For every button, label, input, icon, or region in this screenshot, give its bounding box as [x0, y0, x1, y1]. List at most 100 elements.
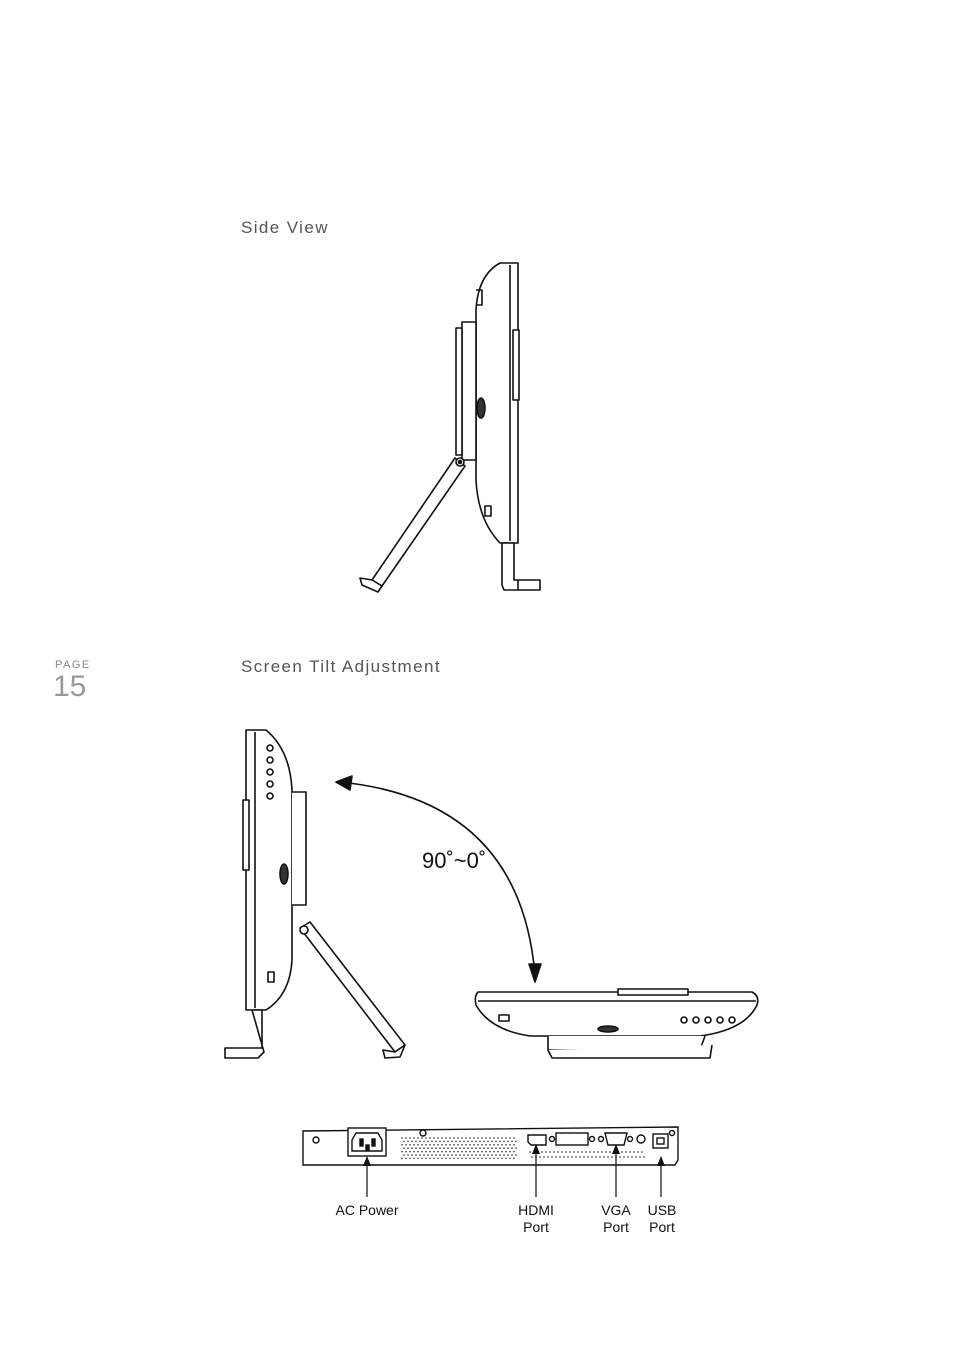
vent-hole	[511, 1154, 513, 1156]
vent-hole	[629, 1151, 631, 1153]
vent-hole	[415, 1140, 417, 1143]
vent-hole	[433, 1157, 435, 1160]
vent-hole	[429, 1137, 431, 1139]
vent-hole	[563, 1156, 565, 1158]
vent-hole	[475, 1140, 477, 1143]
tilt-arc	[339, 781, 536, 976]
vent-hole	[597, 1151, 599, 1153]
vent-hole	[429, 1143, 431, 1146]
vent-hole	[429, 1150, 431, 1153]
vent-hole	[437, 1143, 439, 1146]
hdmi-port	[527, 1134, 547, 1146]
base-foot	[501, 542, 541, 591]
vent-hole	[553, 1151, 555, 1153]
vent-hole	[637, 1151, 639, 1153]
vent-hole	[499, 1140, 501, 1143]
vent-hole	[491, 1154, 493, 1156]
vent-hole	[551, 1156, 553, 1158]
vent-hole	[405, 1157, 407, 1160]
vent-hole	[415, 1154, 417, 1156]
vent-hole	[473, 1143, 475, 1146]
vent-hole	[583, 1156, 585, 1158]
vent-hole	[425, 1157, 427, 1160]
vent-hole	[427, 1147, 429, 1150]
vent-hole	[453, 1157, 455, 1160]
vent-hole	[507, 1140, 509, 1143]
ac-power-socket	[347, 1127, 387, 1157]
vent-hole	[437, 1137, 439, 1139]
vent-hole	[475, 1147, 477, 1150]
vent-hole	[493, 1137, 495, 1139]
page-number: 15	[53, 670, 87, 703]
vent-hole	[633, 1151, 635, 1153]
vent-hole	[469, 1150, 471, 1153]
vent-hole	[571, 1156, 573, 1158]
vent-hole	[499, 1147, 501, 1150]
vent-hole	[503, 1140, 505, 1143]
vent-hole	[505, 1157, 507, 1160]
vent-hole	[465, 1143, 467, 1146]
vent-hole	[419, 1154, 421, 1156]
vent-hole	[455, 1140, 457, 1143]
vent-hole	[419, 1147, 421, 1150]
vent-hole	[493, 1150, 495, 1153]
vent-hole	[529, 1151, 531, 1153]
vent-hole	[509, 1150, 511, 1153]
vent-hole	[471, 1147, 473, 1150]
vent-hole	[467, 1154, 469, 1156]
tilt-heading: Screen Tilt Adjustment	[241, 657, 441, 676]
vent-hole	[447, 1154, 449, 1156]
vent-hole	[423, 1140, 425, 1143]
vent-hole	[473, 1157, 475, 1160]
vent-hole	[601, 1151, 603, 1153]
vent-hole	[577, 1151, 579, 1153]
vent-hole	[497, 1137, 499, 1139]
vent-hole	[619, 1156, 621, 1158]
vent-hole	[501, 1143, 503, 1146]
vent-hole	[579, 1156, 581, 1158]
side-view-heading: Side View	[241, 218, 329, 237]
vent-hole	[491, 1147, 493, 1150]
vent-hole	[495, 1154, 497, 1156]
vent-hole	[433, 1137, 435, 1139]
vent-hole	[401, 1150, 403, 1153]
vent-hole	[403, 1147, 405, 1150]
vent-hole	[457, 1143, 459, 1146]
vent-hole	[511, 1140, 513, 1143]
vent-hole	[497, 1150, 499, 1153]
ac-power-label: AC Power	[335, 1202, 399, 1218]
vent-hole	[421, 1143, 423, 1146]
vent-hole	[463, 1140, 465, 1143]
vent-hole	[561, 1151, 563, 1153]
vent-hole	[451, 1140, 453, 1143]
vent-hole	[595, 1156, 597, 1158]
vent-hole	[515, 1154, 517, 1156]
vent-hole	[435, 1140, 437, 1143]
vent-hole	[457, 1137, 459, 1139]
vent-hole	[451, 1154, 453, 1156]
vent-hole	[507, 1154, 509, 1156]
tilt-angle-label: 90˚~0˚	[422, 848, 487, 873]
vent-hole	[513, 1143, 515, 1146]
vent-hole	[475, 1154, 477, 1156]
vent-hole	[431, 1147, 433, 1150]
vent-hole	[485, 1150, 487, 1153]
vent-hole	[621, 1151, 623, 1153]
vent-hole	[505, 1150, 507, 1153]
vent-hole	[421, 1157, 423, 1160]
vent-hole	[479, 1147, 481, 1150]
vent-hole	[565, 1151, 567, 1153]
vent-hole	[481, 1137, 483, 1139]
vent-hole	[473, 1137, 475, 1139]
vent-hole	[401, 1157, 403, 1160]
vent-hole	[437, 1150, 439, 1153]
page-label: PAGE	[55, 659, 91, 671]
vent-hole	[465, 1157, 467, 1160]
vent-hole	[441, 1157, 443, 1160]
vent-hole	[623, 1156, 625, 1158]
vent-hole	[549, 1151, 551, 1153]
vent-hole	[445, 1150, 447, 1153]
